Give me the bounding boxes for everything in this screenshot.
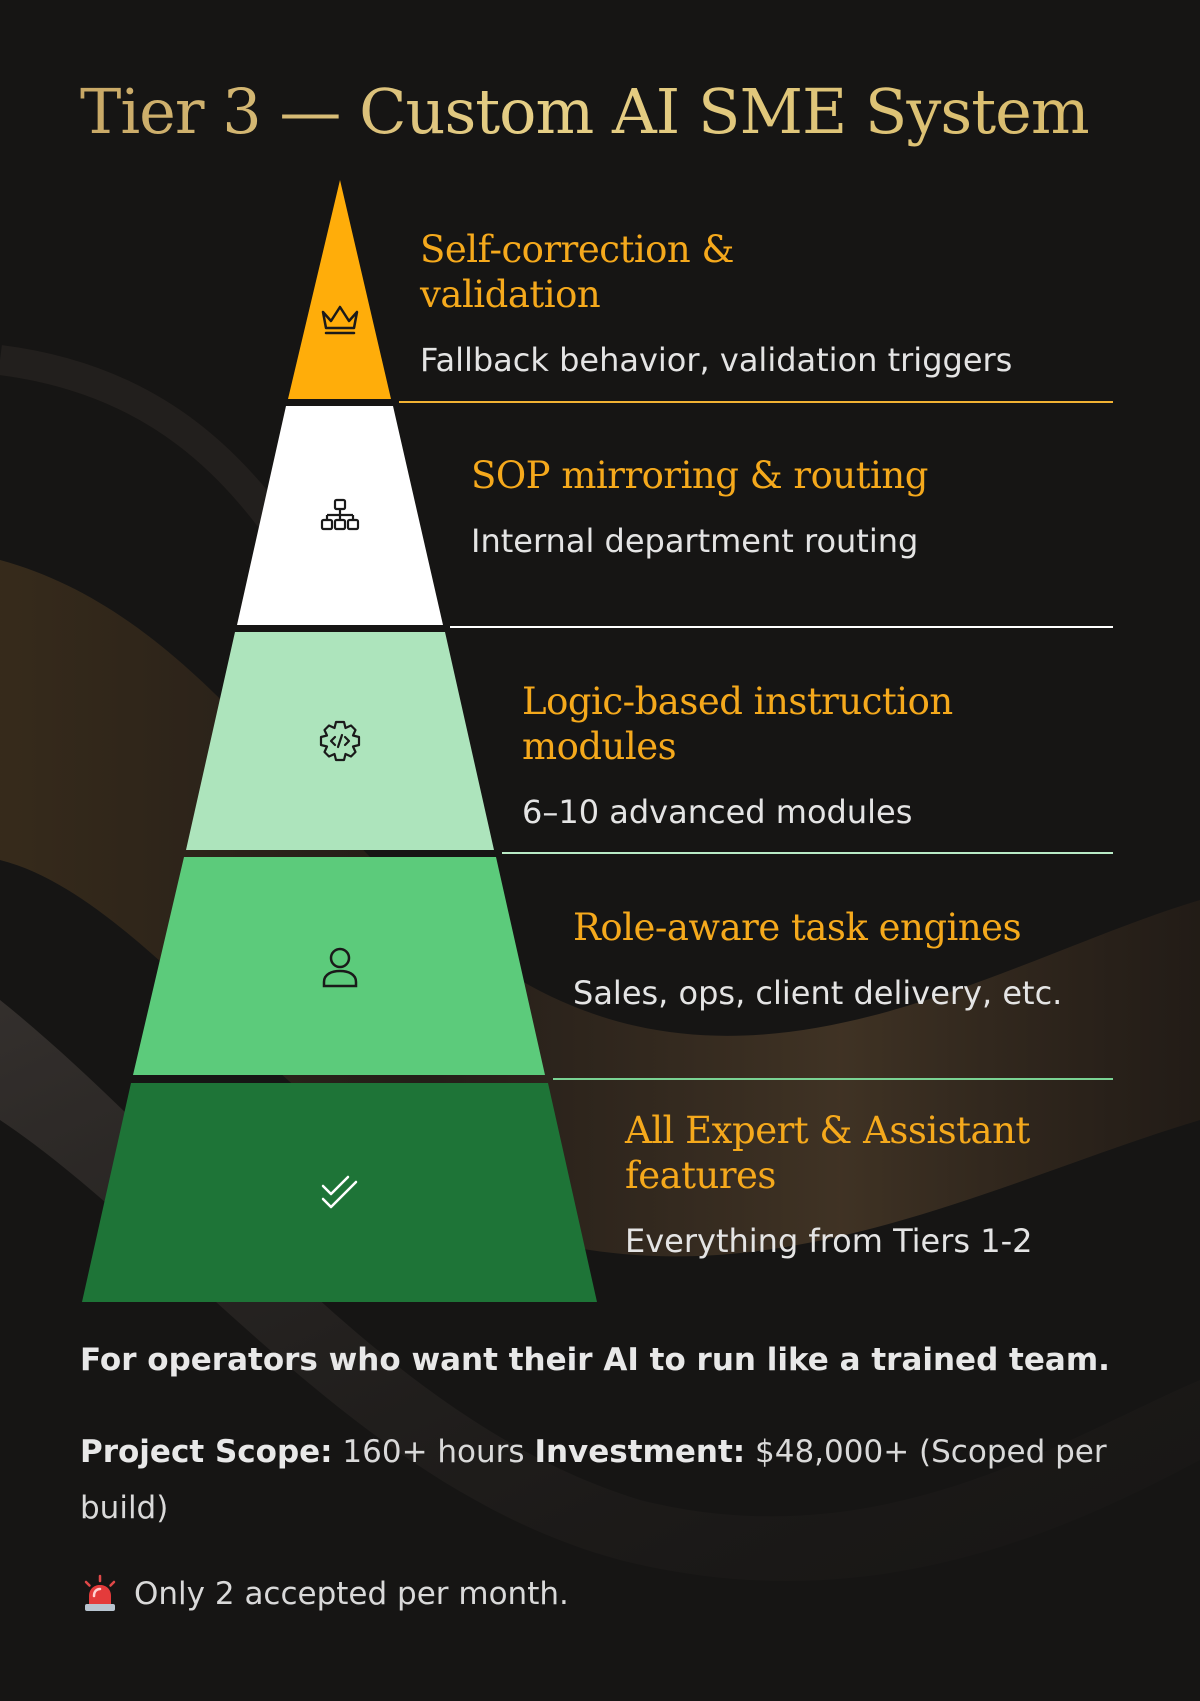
tier-2-title: SOP mirroring & routing bbox=[471, 454, 928, 497]
tier-4-description: Sales, ops, client delivery, etc. bbox=[573, 974, 1063, 1012]
investment-value: $48,000+ (Scoped per build) bbox=[80, 1434, 1107, 1526]
pyramid-tier-4 bbox=[133, 857, 1113, 1080]
scope-label: Project Scope: bbox=[80, 1434, 333, 1470]
tagline: For operators who want their AI to run l… bbox=[80, 1342, 1110, 1378]
investment-label: Investment: bbox=[534, 1434, 746, 1470]
double-check-icon bbox=[321, 1175, 358, 1209]
pyramid-tier-5-shape bbox=[82, 1083, 597, 1302]
tier-3-title: Logic-based instruction modules bbox=[522, 680, 953, 768]
tier-1-title: Self-correction & validation bbox=[420, 228, 734, 316]
hierarchy-icon bbox=[320, 498, 360, 531]
code-gear-icon bbox=[319, 720, 361, 762]
alert-text: Only 2 accepted per month. bbox=[134, 1576, 569, 1612]
tier-4-text: Role-aware task engines Sales, ops, clie… bbox=[573, 905, 1113, 1013]
pyramid-tier-5 bbox=[82, 1083, 597, 1302]
pyramid-tier-1 bbox=[288, 180, 1113, 403]
tier-1-description: Fallback behavior, validation triggers bbox=[420, 341, 1013, 379]
page-title: Tier 3 — Custom AI SME System bbox=[80, 72, 1090, 152]
tier-5-text: All Expert & Assistant features Everythi… bbox=[625, 1108, 1045, 1261]
siren-icon bbox=[84, 1574, 116, 1611]
tier-1-text: Self-correction & validation Fallback be… bbox=[420, 227, 1013, 380]
availability-alert: Only 2 accepted per month. bbox=[80, 1570, 1120, 1618]
tier-3-description: 6–10 advanced modules bbox=[522, 793, 913, 831]
crown-icon bbox=[321, 305, 359, 335]
tier-5-description: Everything from Tiers 1-2 bbox=[625, 1222, 1033, 1260]
tier-2-description: Internal department routing bbox=[471, 522, 919, 560]
tier-3-text: Logic-based instruction modules 6–10 adv… bbox=[522, 679, 1102, 832]
tier-5-title: All Expert & Assistant features bbox=[625, 1109, 1030, 1197]
project-scope: Project Scope: 160+ hours Investment: $4… bbox=[80, 1424, 1120, 1536]
user-icon bbox=[322, 947, 358, 988]
scope-value: 160+ hours bbox=[332, 1434, 535, 1470]
pyramid-tier-1-shape bbox=[288, 180, 391, 399]
pyramid-diagram bbox=[82, 180, 1113, 1302]
pyramid-tier-2 bbox=[237, 406, 1113, 628]
pyramid-tier-3 bbox=[186, 632, 1113, 854]
tier-4-title: Role-aware task engines bbox=[573, 906, 1022, 949]
tier-2-text: SOP mirroring & routing Internal departm… bbox=[471, 453, 971, 561]
